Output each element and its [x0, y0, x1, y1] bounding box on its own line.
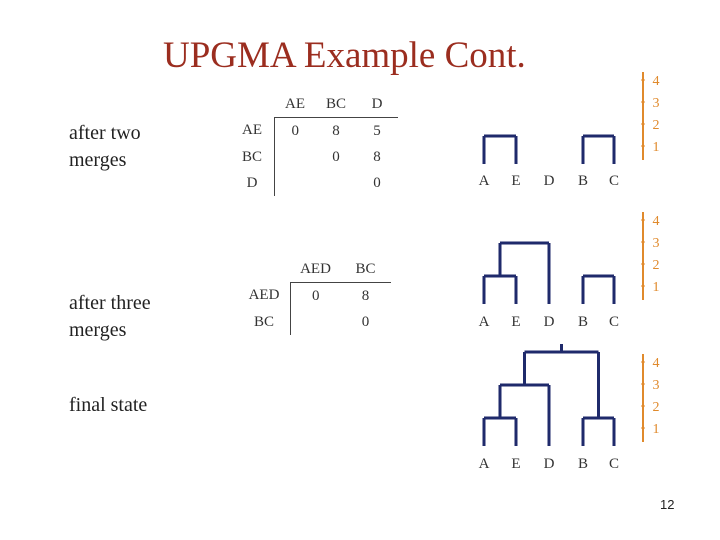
distance-matrix-two-merges: AE BC D AE 0 8 5 BC 0 8 D 0	[230, 91, 398, 196]
scale-label: 4	[653, 356, 660, 371]
matrix-cell: 8	[332, 122, 340, 139]
scale-label: 1	[653, 280, 660, 295]
scale-label: 3	[653, 96, 660, 111]
leaf-label: C	[609, 456, 619, 472]
slide-title: UPGMA Example Cont.	[163, 35, 526, 76]
matrix-col-header: BC	[340, 256, 391, 283]
scale-label: 1	[653, 140, 660, 155]
distance-matrix-three-merges: AED BC AED 0 8 BC 0	[238, 256, 391, 335]
matrix-col-header: AE	[274, 91, 316, 118]
matrix-cell: 0	[312, 287, 320, 304]
leaf-label: E	[511, 314, 520, 330]
matrix-row-header: D	[230, 170, 275, 196]
leaf-label: A	[479, 456, 490, 472]
matrix-cell: 8	[373, 148, 381, 165]
leaf-label: B	[578, 314, 588, 330]
page-number: 12	[660, 497, 675, 512]
label-after-two-merges: after two merges	[69, 120, 141, 174]
leaf-label: C	[609, 314, 619, 330]
matrix-row-header: BC	[238, 309, 291, 335]
label-line: merges	[69, 149, 127, 171]
scale-label: 4	[653, 74, 660, 89]
scale-label: 3	[653, 236, 660, 251]
leaf-label: D	[544, 314, 555, 330]
label-line: after three	[69, 292, 151, 314]
leaf-label: D	[544, 173, 555, 189]
scale-label: 3	[653, 378, 660, 393]
leaf-label: C	[609, 173, 619, 189]
leaf-label: A	[479, 173, 490, 189]
matrix-cell: 5	[373, 122, 381, 139]
leaf-label: A	[479, 314, 490, 330]
leaf-label: E	[511, 456, 520, 472]
matrix-col-header: D	[356, 91, 398, 118]
leaf-label: E	[511, 173, 520, 189]
label-after-three-merges: after three merges	[69, 290, 151, 344]
leaf-label: B	[578, 173, 588, 189]
scale-label: 1	[653, 422, 660, 437]
matrix-col-header: AED	[290, 256, 341, 283]
leaf-label: D	[544, 456, 555, 472]
matrix-cell: 0	[332, 148, 340, 165]
matrix-cell: 0	[291, 122, 300, 139]
matrix-row-header: AE	[230, 117, 275, 144]
matrix-row-header: AED	[238, 282, 291, 309]
scale-label: 4	[653, 214, 660, 229]
matrix-col-header: BC	[315, 91, 357, 118]
label-line: merges	[69, 319, 127, 341]
matrix-cell: 0	[373, 174, 381, 191]
label-line: after two	[69, 122, 141, 144]
scale-label: 2	[653, 400, 660, 415]
matrix-row-header: BC	[230, 144, 275, 170]
matrix-cell: 8	[361, 287, 370, 304]
scale-label: 2	[653, 118, 660, 133]
label-final-state: final state	[69, 394, 148, 416]
scale-label: 2	[653, 258, 660, 273]
matrix-cell: 0	[361, 313, 370, 330]
leaf-label: B	[578, 456, 588, 472]
